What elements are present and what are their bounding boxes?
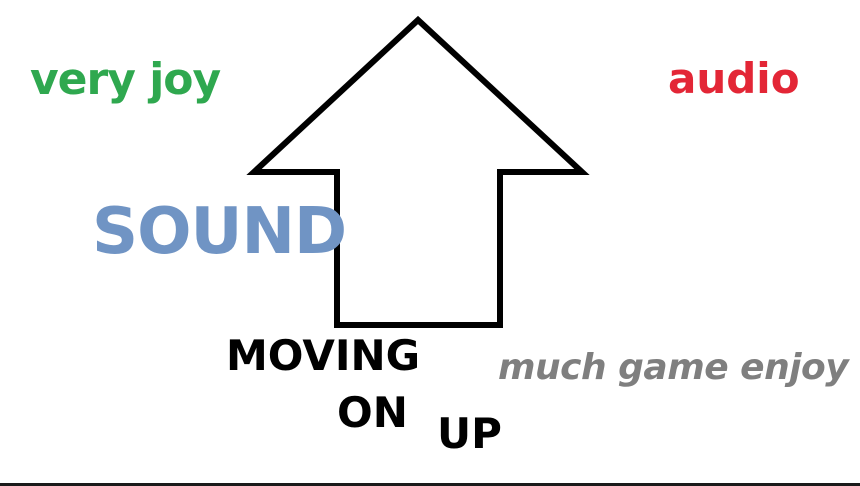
moving-text: MOVING (226, 331, 421, 380)
very-joy-text: very joy (30, 54, 221, 105)
much-game-enjoy-text: much game enjoy (498, 347, 849, 388)
up-text: UP (437, 409, 502, 458)
bottom-border-line (0, 483, 860, 486)
sound-text: SOUND (92, 195, 347, 269)
on-text: ON (337, 388, 408, 437)
audio-text: audio (668, 54, 800, 103)
up-arrow-outline (246, 15, 590, 328)
